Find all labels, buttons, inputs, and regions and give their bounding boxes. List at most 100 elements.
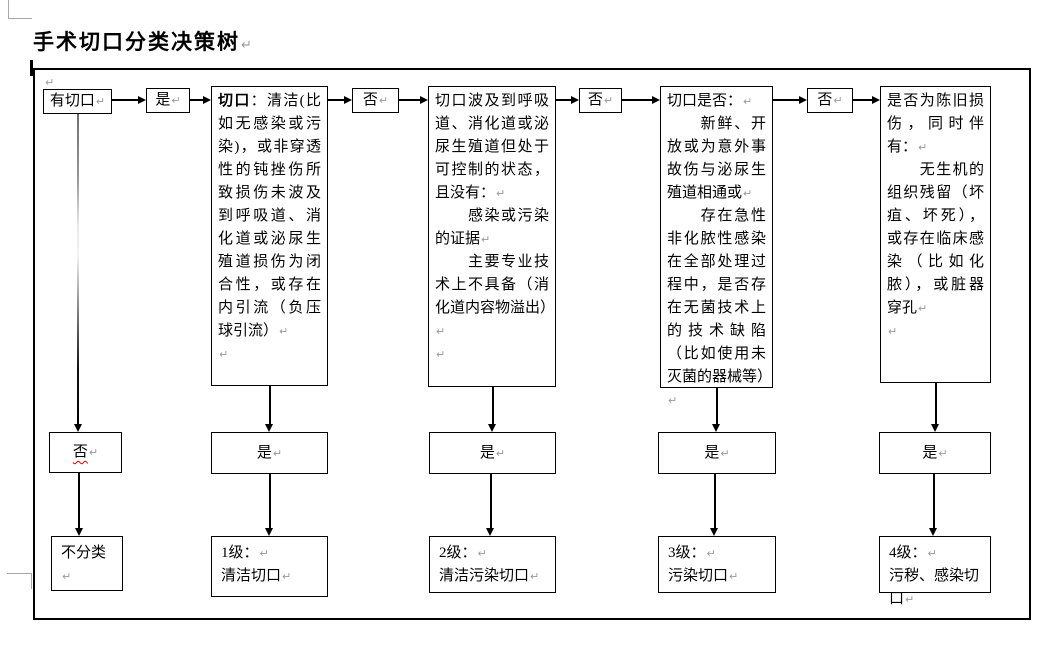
pilcrow-mark: ↵ bbox=[219, 348, 229, 361]
text-cursor bbox=[30, 60, 33, 76]
connector-top-8 bbox=[853, 99, 873, 101]
margin-corner-mark-bottom-left bbox=[7, 573, 31, 574]
result-line: 3级：↵ bbox=[668, 545, 716, 561]
arrowhead-down-icon bbox=[74, 528, 83, 536]
start-node-label: 有切口 bbox=[49, 93, 95, 109]
pilcrow-mark: ↵ bbox=[729, 570, 739, 583]
connector-top-4 bbox=[399, 99, 421, 101]
pilcrow-mark: ↵ bbox=[833, 94, 843, 107]
yes-node-2[interactable]: 是↵ bbox=[429, 432, 556, 474]
pilcrow-mark: ↵ bbox=[241, 38, 252, 53]
result-node-unclassified[interactable]: 不分类↵ bbox=[51, 536, 123, 591]
connector-decision-1-yes bbox=[269, 386, 271, 424]
decision-paragraph: ↵ bbox=[435, 343, 549, 366]
connector-top-7 bbox=[773, 99, 800, 101]
result-line: 污秽、感染切口↵ bbox=[889, 568, 980, 607]
branch-no-node-2[interactable]: 否↵ bbox=[579, 88, 622, 113]
arrowhead-right-icon bbox=[138, 95, 146, 104]
pilcrow-mark: ↵ bbox=[888, 325, 898, 338]
pilcrow-mark: ↵ bbox=[918, 141, 928, 154]
flowchart-border[interactable] bbox=[33, 68, 1031, 620]
arrowhead-right-icon bbox=[203, 95, 211, 104]
decision-paragraph: 主要专业技术上不具备（消化道内容物溢出）↵ bbox=[435, 254, 556, 338]
result-line: 清洁切口↵ bbox=[221, 568, 292, 584]
branch-label: 是 bbox=[155, 92, 171, 108]
branch-no-node-3[interactable]: 否↵ bbox=[807, 88, 853, 113]
yes-node-1[interactable]: 是↵ bbox=[211, 432, 328, 474]
result-node-2[interactable]: 2级：↵ 清洁污染切口↵ bbox=[429, 536, 556, 593]
decision-paragraph: 无生机的组织残留（坏疽、坏死），或存在临床感染（比如化脓），或脏器穿孔↵ bbox=[887, 162, 984, 316]
connector-decision-4-yes bbox=[935, 383, 937, 424]
arrowhead-right-icon bbox=[799, 95, 807, 104]
arrowhead-down-icon bbox=[486, 528, 494, 536]
decision-box-4[interactable]: 是否为陈旧损伤，同时伴有：↵ 无生机的组织残留（坏疽、坏死），或存在临床感染（比… bbox=[880, 86, 991, 383]
pilcrow-mark: ↵ bbox=[927, 547, 937, 560]
connector-top-3 bbox=[328, 99, 345, 101]
pilcrow-mark: ↵ bbox=[905, 593, 915, 606]
pilcrow-mark: ↵ bbox=[436, 325, 446, 338]
pilcrow-mark: ↵ bbox=[259, 547, 269, 560]
arrowhead-right-icon bbox=[344, 95, 352, 104]
connector-start-to-no bbox=[77, 114, 79, 424]
pilcrow-mark: ↵ bbox=[45, 76, 55, 89]
arrowhead-down-icon bbox=[265, 528, 273, 536]
pilcrow-mark: ↵ bbox=[272, 446, 283, 460]
pilcrow-mark: ↵ bbox=[918, 302, 928, 315]
pilcrow-mark: ↵ bbox=[378, 94, 389, 107]
result-line: 清洁污染切口↵ bbox=[439, 568, 540, 584]
pilcrow-mark: ↵ bbox=[495, 446, 506, 460]
result-node-4[interactable]: 4级：↵污秽、感染切口↵ bbox=[879, 536, 991, 607]
pilcrow-mark: ↵ bbox=[496, 187, 506, 200]
arrowhead-down-icon bbox=[712, 424, 720, 432]
branch-label: 否 bbox=[362, 92, 378, 108]
pilcrow-mark: ↵ bbox=[720, 446, 730, 460]
yes-label: 是 bbox=[479, 444, 495, 461]
pilcrow-mark: ↵ bbox=[481, 233, 491, 246]
pilcrow-mark: ↵ bbox=[530, 570, 540, 583]
start-no-label: 否 bbox=[72, 444, 88, 460]
pilcrow-mark: ↵ bbox=[706, 547, 716, 560]
result-node-1[interactable]: 1级：↵ 清洁切口↵ bbox=[211, 536, 328, 597]
decision-paragraph: ↵ bbox=[887, 320, 984, 343]
arrowhead-down-icon bbox=[73, 424, 82, 432]
yes-node-4[interactable]: 是↵ bbox=[879, 432, 991, 474]
yes-node-3[interactable]: 是↵ bbox=[658, 432, 776, 474]
pilcrow-mark: ↵ bbox=[938, 446, 948, 460]
arrowhead-down-icon bbox=[931, 424, 939, 432]
pilcrow-mark: ↵ bbox=[477, 547, 487, 560]
decision-paragraph: 新鲜、开放或为意外事故伤与泌尿生殖道相通或↵ bbox=[667, 116, 766, 201]
page-title[interactable]: 手术切口分类决策树↵ bbox=[33, 26, 252, 56]
decision-box-1[interactable]: 切口：清洁(比如无感染或污染)，或非穿透性的钝挫伤所致损伤未波及到呼吸道、消化道… bbox=[211, 86, 328, 386]
connector-yes-2-result bbox=[490, 474, 492, 528]
pilcrow-mark: ↵ bbox=[95, 95, 106, 108]
result-node-3[interactable]: 3级：↵污染切口↵ bbox=[658, 536, 776, 593]
connector-top-1 bbox=[112, 99, 139, 101]
arrowhead-right-icon bbox=[872, 95, 880, 104]
connector-top-2 bbox=[190, 99, 204, 101]
branch-label: 否 bbox=[587, 92, 603, 108]
arrowhead-down-icon bbox=[265, 424, 273, 432]
branch-yes-node[interactable]: 是↵ bbox=[146, 88, 190, 113]
pilcrow-mark: ↵ bbox=[62, 570, 72, 583]
arrowhead-right-icon bbox=[420, 95, 428, 104]
result-line: 2级：↵ bbox=[439, 545, 487, 561]
decision-paragraph: 感染或污染的证据↵ bbox=[435, 208, 549, 247]
pilcrow-mark: ↵ bbox=[282, 570, 292, 583]
connector-top-5 bbox=[556, 99, 572, 101]
branch-no-node-1[interactable]: 否↵ bbox=[352, 88, 399, 113]
result-line: 1级：↵ bbox=[221, 545, 269, 561]
yes-label: 是 bbox=[256, 444, 272, 461]
decision-box-3[interactable]: 切口是否：↵ 新鲜、开放或为意外事故伤与泌尿生殖道相通或↵ 存在急性非化脓性感染… bbox=[660, 86, 773, 407]
connector-top-6 bbox=[622, 99, 653, 101]
decision-box-2[interactable]: 切口波及到呼吸道、消化道或泌尿生殖道但处于可控制的状态，且没有：↵ 感染或污染的… bbox=[428, 86, 556, 387]
start-no-node[interactable]: 否↵ bbox=[49, 432, 122, 473]
decision-paragraph: 切口：清洁(比如无感染或污染)，或非穿透性的钝挫伤所致损伤未波及到呼吸道、消化道… bbox=[218, 93, 321, 339]
pilcrow-mark: ↵ bbox=[743, 95, 753, 108]
pilcrow-mark: ↵ bbox=[436, 348, 446, 361]
yes-label: 是 bbox=[704, 444, 720, 461]
connector-yes-3-result bbox=[714, 474, 716, 528]
connector-decision-3-yes bbox=[716, 388, 718, 424]
start-node[interactable]: 有切口↵ bbox=[43, 89, 112, 114]
decision-paragraph: 切口是否：↵ bbox=[667, 93, 753, 109]
decision-paragraph: 存在急性非化脓性感染在全部处理过程中，是否存在无菌技术上的技术缺陷（比如使用未灭… bbox=[667, 208, 773, 407]
